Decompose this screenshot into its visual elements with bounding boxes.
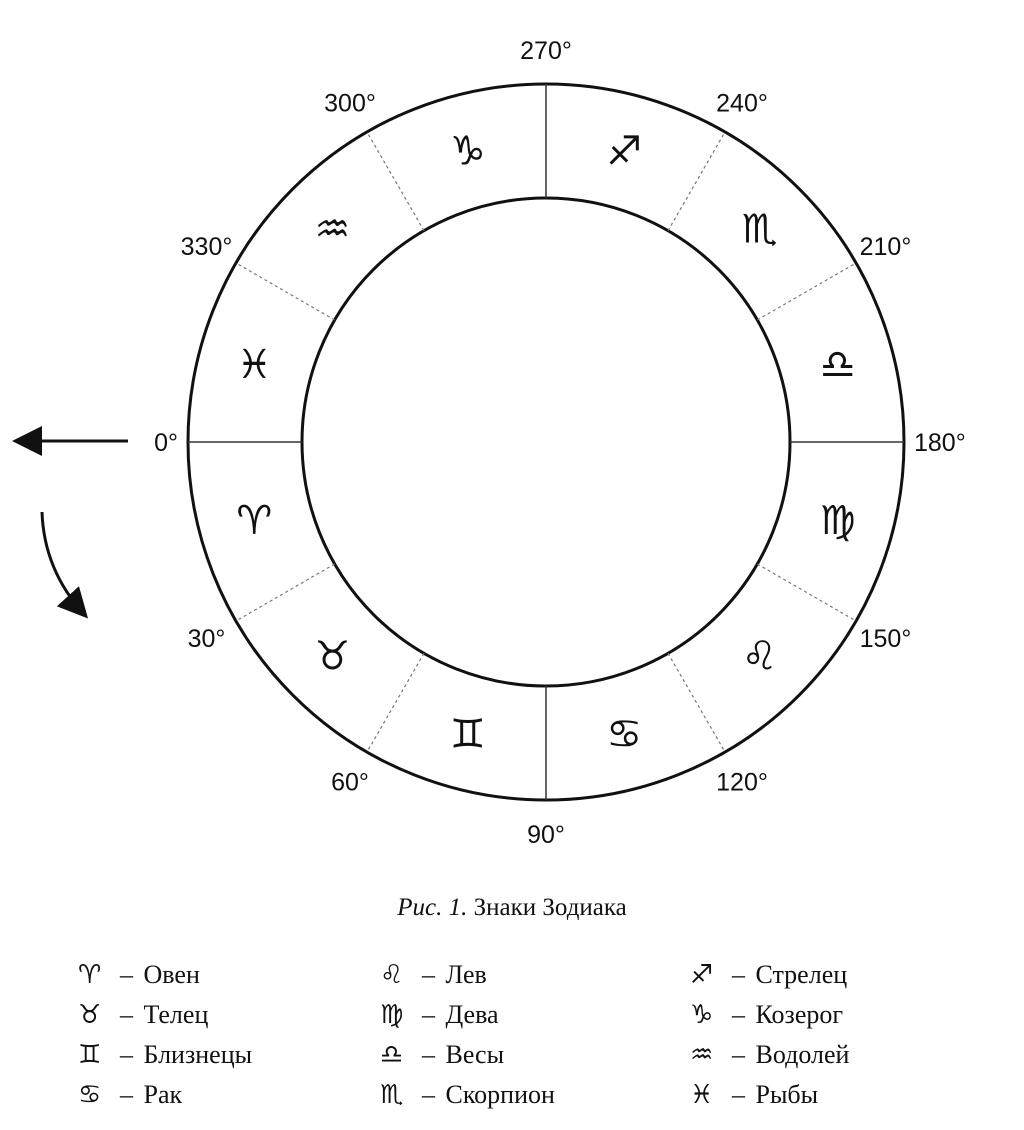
degree-label: 90° [527, 821, 565, 849]
libra-icon: ♎ [380, 1040, 404, 1070]
sign-glyphs: ♈ ♉ ♊ ♋ ♌ ♍ ♎ ♏ ♐ ♑ ♒ ♓ [236, 128, 855, 757]
capricorn-icon: ♑ [690, 1000, 714, 1030]
zodiac-wheel: 0° 30° 60° 90° 120° 150° 180° 210° 240° 270° 300° 3… [11, 37, 966, 849]
degree-label: 240° [716, 90, 768, 118]
gemini-icon: ♊ [78, 1040, 102, 1070]
scorpio-icon: ♏ [380, 1080, 404, 1110]
pisces-icon: ♓ [690, 1080, 714, 1110]
cancer-icon: ♋ [606, 712, 642, 758]
sagittarius-icon: ♐ [606, 128, 642, 174]
legend-item: ♓– Рыбы [690, 1075, 849, 1115]
sagittarius-icon: ♐ [690, 960, 714, 990]
degree-label: 270° [520, 37, 572, 65]
aries-icon: ♈ [236, 498, 272, 544]
cancer-icon: ♋ [78, 1080, 102, 1110]
figure-number: Рис. 1. [397, 894, 468, 921]
division-line [667, 131, 726, 231]
leo-icon: ♌ [380, 960, 404, 990]
legend-item: ♉– Телец [78, 995, 252, 1035]
legend-item: ♈– Овен [78, 955, 252, 995]
aquarius-icon: ♒ [315, 206, 351, 252]
degree-label: 30° [188, 625, 226, 653]
figure-title: Знаки Зодиака [473, 894, 627, 921]
division-line [366, 653, 425, 753]
degree-label: 300° [324, 90, 376, 118]
figure-caption: Рис. 1. Знаки Зодиака [0, 894, 1024, 922]
degree-label: 210° [860, 233, 912, 261]
leo-icon: ♌ [742, 634, 778, 680]
legend-column-3: ♐– Стрелец ♑– Козерог ♒– Водолей ♓– Рыбы [690, 955, 849, 1115]
degree-label: 150° [860, 625, 912, 653]
division-line [366, 131, 425, 231]
virgo-icon: ♍ [820, 498, 856, 544]
capricorn-icon: ♑ [450, 128, 486, 174]
libra-icon: ♎ [820, 342, 856, 388]
legend-item: ♋– Рак [78, 1075, 252, 1115]
legend-column-2: ♌– Лев ♍– Дева ♎– Весы ♏– Скорпион [380, 955, 555, 1115]
legend-item: ♌– Лев [380, 955, 555, 995]
legend-item: ♊– Близнецы [78, 1035, 252, 1075]
scorpio-icon: ♏ [742, 206, 778, 252]
pisces-icon: ♓ [236, 342, 272, 388]
division-line [235, 262, 335, 321]
degree-label: 0° [154, 429, 178, 457]
taurus-icon: ♉ [315, 634, 351, 680]
degree-label: 60° [331, 768, 369, 796]
division-lines [188, 84, 904, 800]
legend-item: ♍– Дева [380, 995, 555, 1035]
division-line [757, 262, 857, 321]
legend-item: ♒– Водолей [690, 1035, 849, 1075]
taurus-icon: ♉ [78, 1000, 102, 1030]
degree-label: 330° [181, 233, 233, 261]
legend-item: ♏– Скорпион [380, 1075, 555, 1115]
sign-legend: ♈– Овен ♉– Телец ♊– Близнецы ♋– Рак ♌– Л… [0, 955, 1024, 1125]
aquarius-icon: ♒ [690, 1040, 714, 1070]
legend-item: ♐– Стрелец [690, 955, 849, 995]
inner-circle [300, 196, 792, 688]
gemini-icon: ♊ [450, 712, 486, 758]
division-line [757, 563, 857, 622]
legend-item: ♎– Весы [380, 1035, 555, 1075]
division-line [667, 653, 726, 753]
degree-label: 120° [716, 768, 768, 796]
degree-labels: 0° 30° 60° 90° 120° 150° 180° 210° 240° 270° 300° 3… [154, 37, 966, 849]
legend-item: ♑– Козерог [690, 995, 849, 1035]
rotation-arrow [40, 511, 89, 619]
division-line [235, 563, 335, 622]
virgo-icon: ♍ [380, 1000, 404, 1030]
degree-label: 180° [914, 429, 966, 457]
legend-column-1: ♈– Овен ♉– Телец ♊– Близнецы ♋– Рак [78, 955, 252, 1115]
aries-icon: ♈ [78, 960, 102, 990]
